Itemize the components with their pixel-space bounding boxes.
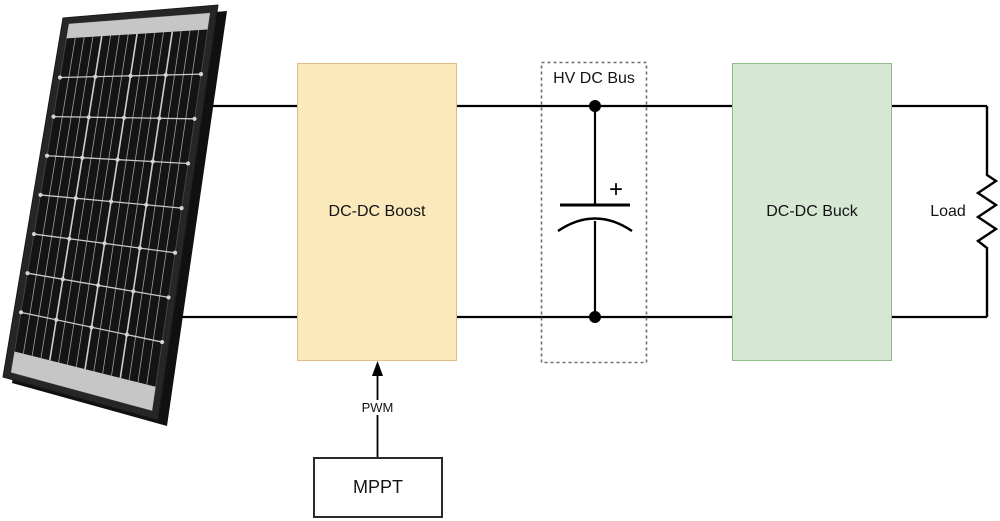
capacitor-curved-plate [557,217,633,233]
capacitor-plus-label: + [609,176,623,203]
boost-converter-label: DC-DC Boost [328,203,426,221]
hv-dc-bus-label: HV DC Bus [553,70,635,87]
mppt-label: MPPT [352,476,403,497]
buck-converter-label: DC-DC Buck [766,203,858,221]
junction-dot-bottom [589,311,601,323]
resistor-zigzag-symbol [975,106,999,317]
solar-panel-image [2,4,227,426]
up-arrow-icon [372,361,383,376]
mppt-block: MPPT [313,457,443,518]
buck-converter-block: DC-DC Buck [732,63,892,361]
pwm-signal-label: PWM [352,400,403,415]
boost-converter-block: DC-DC Boost [297,63,457,361]
junction-dot-top [589,100,601,112]
load-label: Load [930,203,966,220]
hv-dc-bus-dashed-box [540,61,648,364]
